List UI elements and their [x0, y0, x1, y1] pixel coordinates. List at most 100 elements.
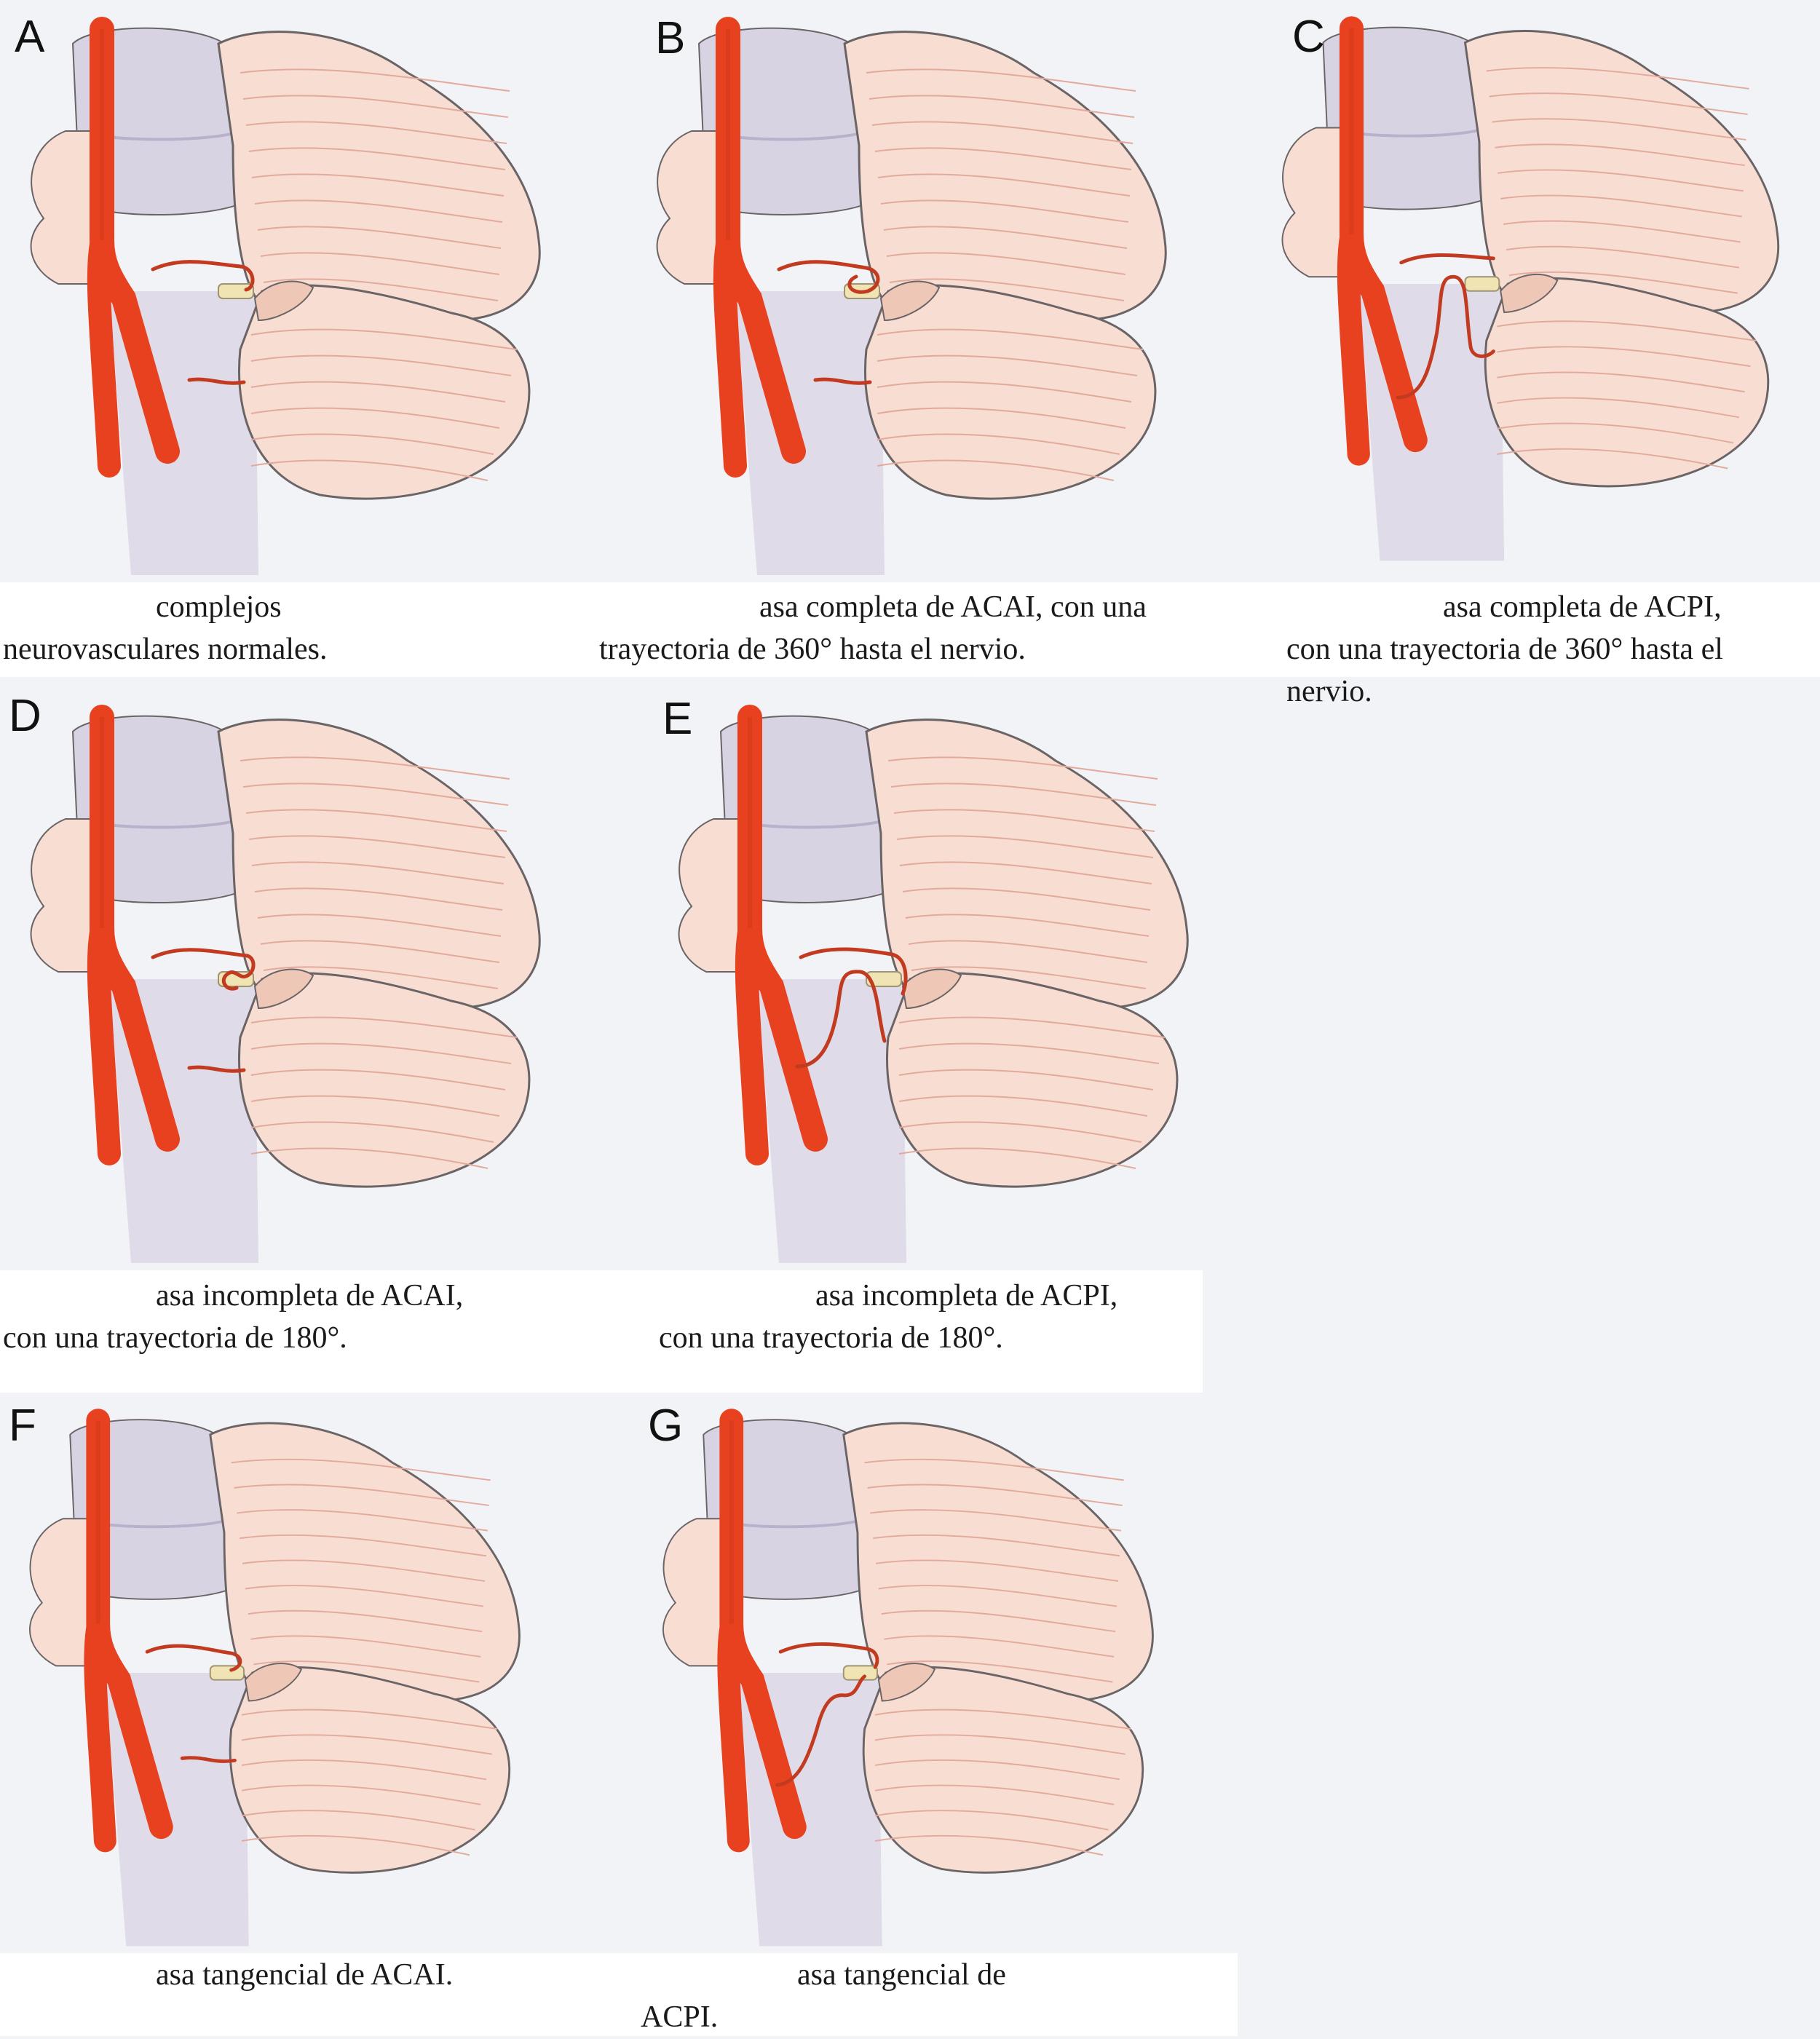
cerebellum-folia-line [248, 835, 506, 858]
cerebellum-left-shape [30, 130, 95, 285]
panel-b: B [626, 0, 1252, 582]
cerebellum-folia-line [241, 1709, 498, 1730]
cerebellum-left-shape [662, 1518, 726, 1667]
cerebellum-folia-line [250, 1147, 488, 1169]
cerebellum-folia-line [874, 1759, 1120, 1781]
cerebellum-folia-line [250, 1042, 512, 1064]
cerebellum-folia-line [911, 966, 1147, 989]
cerebellum-folia-line [874, 1834, 1104, 1856]
cerebellum-lower-lobe [229, 1666, 511, 1874]
cerebellum-folia-line [884, 1635, 1115, 1658]
panel-a: A [0, 0, 633, 582]
caption-e-line-1: asa incompleta de ACPI, [815, 1279, 1118, 1313]
cerebellum-folia-line [877, 328, 1144, 350]
cerebellum-folia-line [250, 459, 488, 481]
cerebellum-folia-line [874, 147, 1132, 170]
cerebellum-folia-line [250, 1095, 500, 1117]
nerve-shape [842, 1665, 878, 1681]
caption-c-line-1: asa completa de ACPI, [1443, 590, 1722, 624]
cerebellum-lower-lobe [886, 972, 1179, 1188]
panel-e: E [648, 681, 1230, 1270]
cerebellum-folia-line [881, 1610, 1116, 1633]
cerebellum-folia-line [878, 1585, 1117, 1607]
caption-box-de [0, 1270, 1203, 1393]
cerebellum-folia-line [867, 1484, 1123, 1506]
illustration-d [30, 705, 541, 1263]
cerebellum-folia-line [877, 355, 1138, 376]
flocculus-shape [877, 1663, 936, 1702]
cerebellum-folia-line [902, 887, 1151, 911]
flocculus-shape [879, 280, 941, 322]
caption-g-line-2: ACPI. [641, 2000, 719, 2034]
cerebellum-left-shape [30, 818, 95, 973]
caption-box-fg [0, 1953, 1238, 2036]
cerebellum-folia-line [898, 1121, 1142, 1143]
flocculus-shape [253, 968, 314, 1010]
cerebellum-folia-line [1497, 169, 1744, 192]
cerebellum-left-shape [656, 130, 721, 285]
vascular-loop [795, 947, 908, 1069]
cerebellum-upper-lobe [865, 718, 1189, 1010]
cerebellum-folia-line [245, 121, 507, 144]
cerebellum-folia-line [1489, 92, 1748, 115]
left-vertebral-artery [1337, 223, 1370, 466]
flocculus-shape [253, 280, 314, 322]
panel-letter-e: E [662, 694, 693, 744]
panel-d: D [0, 681, 633, 1270]
nerve-shape [1464, 276, 1500, 292]
cerebellum-upper-lobe [217, 718, 541, 1010]
cerebellum-folia-line [1503, 220, 1741, 243]
illustration-f [29, 1409, 521, 1947]
cerebellum-folia-line [248, 147, 506, 170]
nerve-shape [218, 283, 254, 299]
caption-box-a [0, 582, 597, 677]
cerebellum-lower-lobe [864, 284, 1157, 500]
cerebellum-lower-lobe [238, 284, 531, 500]
flocculus-shape [244, 1663, 303, 1702]
cerebellum-folia-line [898, 1016, 1166, 1038]
flocculus-shape [901, 968, 962, 1010]
cerebellum-folia-line [1497, 422, 1734, 444]
caption-d-line-2: con una trayectoria de 180°. [3, 1321, 347, 1355]
caption-f-line-1: asa tangencial de ACAI. [156, 1958, 454, 1992]
cerebellum-folia-line [893, 809, 1155, 832]
cerebellum-folia-line [898, 1069, 1154, 1090]
caption-c: asa completa de ACPI, con una trayectori… [1286, 587, 1723, 713]
cerebellum-folia-line [877, 381, 1132, 403]
cerebellum-folia-line [877, 407, 1126, 429]
panel-c: C [1252, 0, 1820, 582]
cerebellum-folia-line [875, 1559, 1119, 1582]
illustration-b [656, 17, 1167, 575]
cerebellum-folia-line [864, 1458, 1124, 1481]
cerebellum-folia-line [890, 783, 1157, 806]
cerebellum-folia-line [245, 1585, 484, 1607]
panel-letter-f: F [9, 1401, 36, 1451]
illustration-g [662, 1409, 1154, 1947]
cerebellum-left-shape [1281, 127, 1345, 278]
vascular-loop [151, 948, 256, 1073]
cerebellum-folia-line [231, 1458, 491, 1481]
left-vertebral-artery [84, 1612, 116, 1853]
caption-b-line-2: trayectoria de 360° hasta el nervio. [599, 632, 1026, 666]
cerebellum-folia-line [240, 756, 510, 780]
cerebellum-folia-line [1497, 320, 1757, 341]
cerebellum-folia-line [241, 1734, 492, 1755]
cerebellum-folia-line [866, 68, 1136, 92]
cerebellum-folia-line [254, 199, 503, 223]
cerebellum-folia-line [250, 1016, 518, 1038]
cerebellum-folia-line [1486, 67, 1749, 90]
cerebellum-folia-line [871, 121, 1133, 144]
cerebellum-folia-line [896, 835, 1154, 858]
cerebellum-upper-lobe [1463, 30, 1780, 314]
cerebellum-folia-line [905, 914, 1150, 937]
left-vertebral-artery [735, 916, 769, 1165]
panel-letter-a: A [15, 12, 45, 62]
panel-letter-d: D [9, 691, 41, 741]
flocculus-shape [1500, 273, 1559, 313]
cerebellum-left-shape [678, 818, 743, 973]
cerebellum-folia-line [877, 459, 1115, 481]
vascular-loop [775, 1642, 879, 1787]
cerebellum-folia-line [887, 1660, 1113, 1683]
panel-f: F [0, 1393, 633, 1953]
vascular-loop [145, 1644, 242, 1763]
